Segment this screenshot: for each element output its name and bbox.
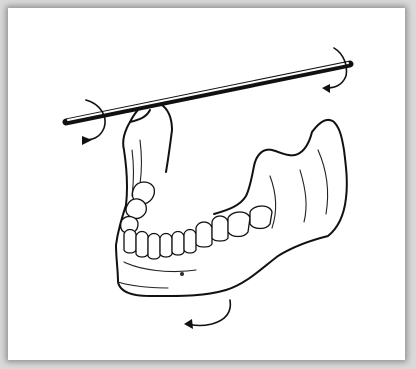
axis-rod: [66, 63, 350, 122]
teeth: [121, 182, 272, 259]
rotation-arrow-left-icon: [82, 100, 105, 145]
rotation-arrow-bottom-icon: [184, 300, 230, 329]
mental-foramen: [180, 272, 184, 276]
